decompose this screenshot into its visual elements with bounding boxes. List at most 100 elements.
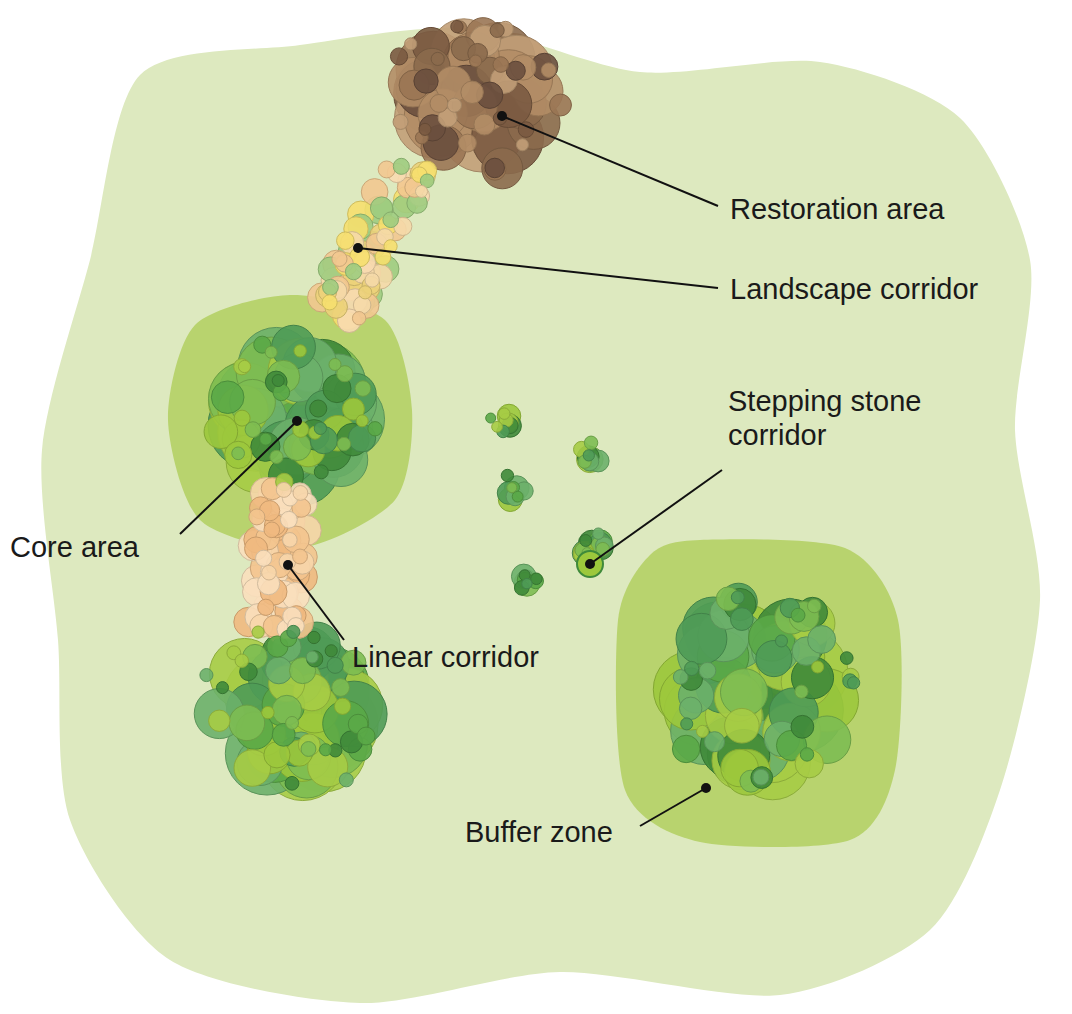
habitat-circle <box>593 528 604 539</box>
habitat-circle <box>265 346 277 358</box>
habitat-circle <box>795 685 808 698</box>
leader-line <box>502 116 718 206</box>
area-label: Restoration area <box>730 192 944 226</box>
habitat-circle <box>378 161 395 178</box>
leader-line <box>640 788 706 826</box>
area-label: Buffer zone <box>465 815 613 849</box>
buffer-zones <box>168 295 902 847</box>
habitat-circle <box>685 661 699 675</box>
leader-dot <box>701 783 711 793</box>
habitat-circle <box>414 69 438 93</box>
habitat-circle <box>355 381 371 397</box>
leader-lines <box>180 111 722 826</box>
habitat-circle <box>679 697 701 719</box>
habitat-circle <box>314 465 328 479</box>
habitat-circle <box>507 483 517 493</box>
habitat-circle <box>294 345 306 357</box>
habitat-circle <box>840 652 853 665</box>
habitat-circle <box>847 677 859 689</box>
habitat-circle <box>791 608 805 622</box>
habitat-circle <box>235 654 248 667</box>
habitat-circle <box>451 20 463 32</box>
habitat-circle <box>696 725 708 737</box>
habitat-circle <box>293 549 308 564</box>
habitat-circle <box>260 433 272 445</box>
habitat-circle <box>459 134 477 152</box>
habitat-circle <box>270 450 283 463</box>
area-label: Landscape corridor <box>730 272 978 306</box>
habitat-circle <box>229 705 265 741</box>
habitat-circle <box>329 358 341 370</box>
buffer-zone-shape <box>168 295 412 548</box>
habitat-circle <box>200 669 213 682</box>
habitat-circle <box>262 706 274 718</box>
habitat-circle <box>812 661 824 673</box>
habitat-circle <box>731 591 744 604</box>
leader-dot <box>353 243 363 253</box>
area-label: Stepping stone corridor <box>728 384 998 452</box>
habitat-circle <box>512 491 523 502</box>
habitat-circle <box>516 139 528 151</box>
habitat-circle <box>249 509 265 525</box>
habitat-circle <box>276 482 291 497</box>
habitat-circle <box>393 158 409 174</box>
habitat-circle <box>352 312 365 325</box>
habitat-circle <box>492 421 503 432</box>
habitat-circle <box>286 716 299 729</box>
habitat-circle <box>461 81 483 103</box>
habitat-circle <box>245 422 261 438</box>
habitat-circle <box>234 359 250 375</box>
habitat-circle <box>470 55 482 67</box>
habitat-circle <box>264 522 280 538</box>
leader-dot <box>283 560 293 570</box>
habitat-circle <box>405 38 417 50</box>
habitat-circle <box>493 57 509 73</box>
leader-line <box>288 565 344 640</box>
habitat-circle <box>493 112 506 125</box>
habitat-circle <box>775 635 787 647</box>
habitat-circle <box>265 657 292 684</box>
habitat-circle <box>672 735 699 762</box>
habitat-circle <box>383 212 399 228</box>
habitat-circle <box>225 441 252 468</box>
habitat-circle <box>216 682 228 694</box>
habitat-circle <box>293 486 308 501</box>
habitat-circle <box>486 413 496 423</box>
habitat-circle <box>262 565 277 580</box>
leader-line <box>180 421 297 534</box>
habitat-circle <box>490 23 504 37</box>
habitat-circle <box>419 123 431 135</box>
habitat-circle <box>310 400 327 417</box>
habitat-circle <box>339 773 353 787</box>
landscape-ground <box>41 27 1040 1003</box>
habitat-circle <box>283 533 298 548</box>
habitat-circle <box>232 447 245 460</box>
habitat-circle <box>807 599 821 613</box>
habitat-circle <box>287 625 300 638</box>
habitat-circle <box>498 408 509 419</box>
habitat-circle <box>252 626 264 638</box>
leader-dot <box>585 559 595 569</box>
habitat-circle <box>334 698 350 714</box>
habitat-circle <box>323 279 339 295</box>
habitat-circle <box>319 744 331 756</box>
habitat-circle <box>753 769 769 785</box>
habitat-circle <box>353 296 371 314</box>
leader-dot <box>497 111 507 121</box>
habitat-circle <box>359 286 372 299</box>
habitat-circle <box>725 708 760 743</box>
habitat-circle <box>285 776 299 790</box>
habitat-circle <box>298 734 320 756</box>
habitat-circle <box>506 61 525 80</box>
habitat-circle <box>322 295 337 310</box>
habitat-circle <box>256 550 272 566</box>
leader-dot <box>292 416 302 426</box>
habitat-circle <box>393 114 408 129</box>
habitat-circle <box>580 535 592 547</box>
habitat-circle <box>357 727 375 745</box>
leader-line <box>590 470 722 564</box>
habitat-circle <box>730 608 753 631</box>
habitat-circle <box>301 742 316 757</box>
leader-line <box>358 248 718 288</box>
